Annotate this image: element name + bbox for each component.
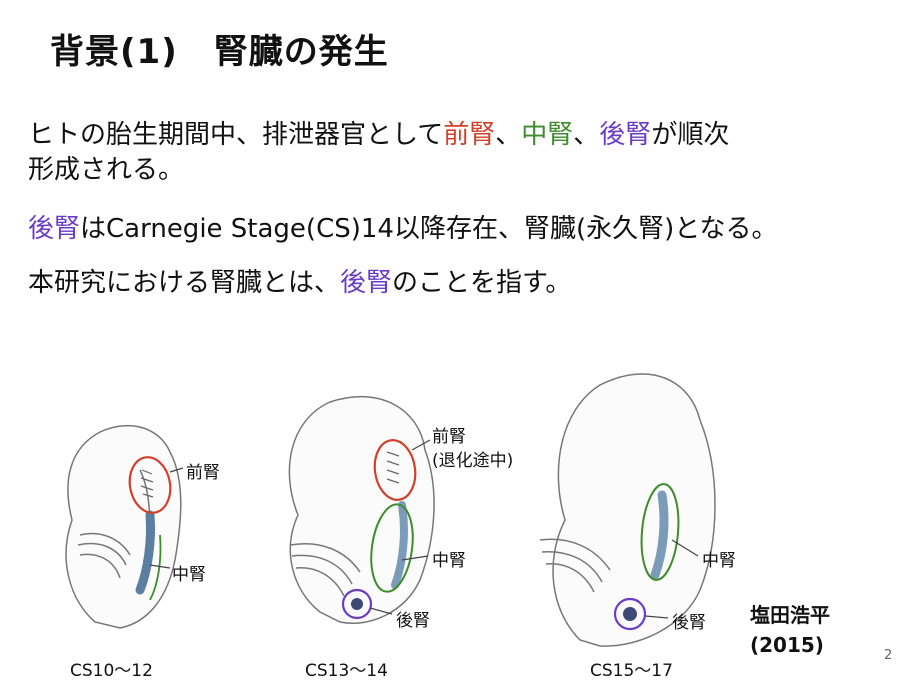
citation-year: (2015) [750, 633, 824, 657]
page-number: 2 [884, 648, 893, 663]
embryo-cs10-12 [65, 424, 182, 629]
metanephros-term: 後腎 [340, 268, 393, 298]
para1-text: ヒトの胎生期間中、排泄器官として [28, 120, 444, 150]
label-pronephros-note-2: (退化途中) [432, 451, 514, 471]
pronephros-term: 前腎 [443, 120, 496, 150]
caption-cs13-14: CS13〜14 [305, 661, 388, 681]
metanephros-blob-3 [623, 607, 637, 621]
title-part2: 腎臓の発生 [213, 32, 389, 72]
embryo-cs15-17 [539, 373, 716, 647]
metanephros-term: 後腎 [599, 120, 652, 150]
metanephros-pointer-2 [369, 607, 393, 615]
para1-post: が順次 [651, 120, 730, 150]
citation: 塩田浩平 (2015) [750, 600, 830, 660]
label-mesonephros-2: 中腎 [432, 551, 466, 571]
mesonephros-tube-3 [650, 490, 669, 580]
pronephros-circle-1 [128, 456, 172, 514]
label-mesonephros-1: 中腎 [172, 565, 206, 585]
embryo-figure [65, 373, 716, 647]
caption-cs10-12: CS10〜12 [70, 661, 153, 681]
label-pronephros-2: 前腎 [432, 427, 466, 447]
pronephros-pointer-1 [169, 467, 184, 473]
mesonephros-outline-1 [149, 534, 162, 601]
paragraph-1: ヒトの胎生期間中、排泄器官として前腎、中腎、後腎が順次 形成される。 [28, 118, 729, 188]
mesonephros-term: 中腎 [521, 120, 574, 150]
metanephros-circle-3 [613, 597, 647, 631]
mesonephros-pointer-3 [671, 539, 699, 557]
metanephros-circle-2 [341, 588, 373, 620]
paragraph-2: 後腎はCarnegie Stage(CS)14以降存在、腎臓(永久腎)となる。 [28, 212, 777, 247]
mesonephros-pointer-1 [149, 564, 171, 569]
label-mesonephros-3: 中腎 [702, 551, 736, 571]
label-metanephros-2: 後腎 [396, 611, 430, 631]
para1-sep1: 、 [495, 120, 522, 150]
metanephros-pointer-3 [644, 615, 669, 619]
mesonephros-tube-2 [391, 501, 408, 589]
metanephros-blob-2 [351, 598, 363, 610]
mesonephros-ellipse-2 [370, 503, 414, 593]
citation-author: 塩田浩平 [750, 603, 830, 627]
title-part1: 背景(1) [50, 32, 178, 72]
para2-text: はCarnegie Stage(CS)14以降存在、腎臓(永久腎)となる。 [80, 214, 778, 244]
embryo-cs13-14 [288, 395, 435, 624]
tubule-lines-2 [386, 451, 400, 484]
para3-post: のことを指す。 [392, 268, 572, 298]
pronephros-circle-2 [373, 439, 417, 501]
caption-cs15-17: CS15〜17 [590, 661, 673, 681]
label-pronephros-1: 前腎 [186, 463, 220, 483]
para1-sep2: 、 [573, 120, 600, 150]
mesonephros-ellipse-3 [640, 483, 680, 581]
metanephros-term: 後腎 [28, 214, 81, 244]
mesonephros-tube-1 [135, 510, 155, 595]
slide-title: 背景(1) 腎臓の発生 [50, 24, 389, 73]
paragraph-3: 本研究における腎臓とは、後腎のことを指す。 [28, 266, 571, 301]
tubule-lines-1 [140, 469, 154, 498]
label-metanephros-3: 後腎 [672, 613, 706, 633]
paragraph-1-line-1: ヒトの胎生期間中、排泄器官として前腎、中腎、後腎が順次 [28, 118, 729, 153]
paragraph-1-line-2: 形成される。 [28, 155, 185, 185]
para3-pre: 本研究における腎臓とは、 [28, 268, 341, 298]
pronephros-pointer-2 [411, 439, 431, 451]
mesonephros-pointer-2 [401, 555, 429, 561]
